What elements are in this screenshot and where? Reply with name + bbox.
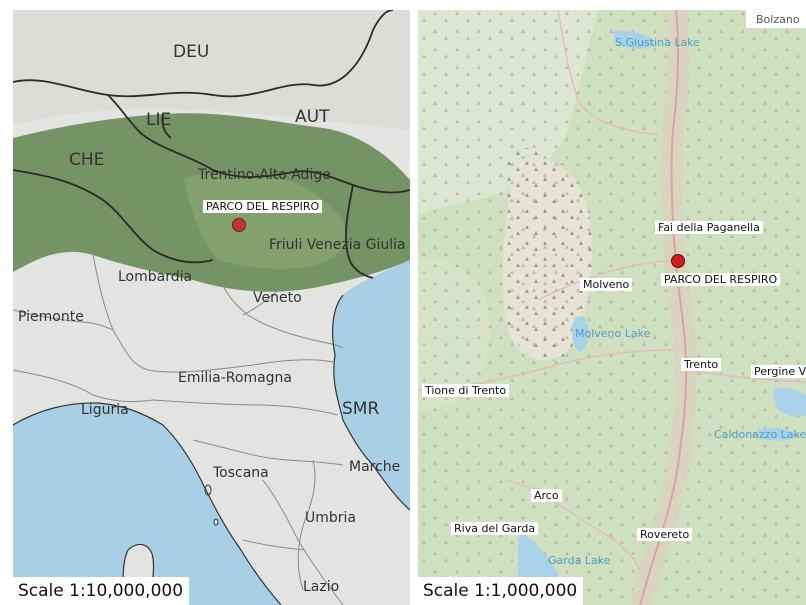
label-tione-di-trento: Tione di Trento bbox=[422, 384, 510, 397]
label-trento: Trento bbox=[681, 358, 722, 371]
detail-location-marker[interactable] bbox=[671, 254, 685, 268]
label-trentino-alto-adige: Trentino-Alto Adige bbox=[198, 167, 331, 183]
label-smr: SMR bbox=[342, 399, 380, 419]
label-deu: DEU bbox=[173, 42, 210, 62]
label-molveno-lake: Molveno Lake bbox=[575, 327, 651, 340]
detail-map-base bbox=[418, 10, 806, 605]
label-arco: Arco bbox=[531, 489, 562, 502]
label-veneto: Veneto bbox=[253, 290, 302, 306]
label-lazio: Lazio bbox=[303, 579, 340, 595]
label-riva-del-garda: Riva del Garda bbox=[451, 522, 539, 535]
overview-map[interactable]: DEU LIE AUT CHE SMR Trentino-Alto Adige … bbox=[13, 10, 410, 605]
overview-map-base bbox=[13, 10, 410, 605]
label-toscana: Toscana bbox=[213, 465, 269, 481]
label-umbria: Umbria bbox=[305, 510, 356, 526]
label-che: CHE bbox=[69, 150, 105, 170]
detail-marker-label: PARCO DEL RESPIRO bbox=[661, 273, 781, 286]
label-garda-lake: Garda Lake bbox=[548, 554, 611, 567]
label-liguria: Liguria bbox=[81, 402, 129, 418]
label-lombardia: Lombardia bbox=[118, 269, 193, 285]
label-piemonte: Piemonte bbox=[18, 309, 84, 325]
overview-location-marker[interactable] bbox=[232, 218, 246, 232]
label-emilia-romagna: Emilia-Romagna bbox=[178, 370, 293, 386]
label-rovereto: Rovereto bbox=[637, 528, 693, 541]
label-aut: AUT bbox=[295, 107, 330, 127]
label-fai-della-paganella: Fai della Paganella bbox=[655, 221, 763, 234]
label-pergine: Pergine V bbox=[751, 365, 806, 378]
overview-marker-label: PARCO DEL RESPIRO bbox=[203, 200, 323, 213]
label-marche: Marche bbox=[349, 459, 401, 475]
label-s-giustina-lake: S.Giustina Lake bbox=[615, 36, 700, 49]
detail-scale: Scale 1:1,000,000 bbox=[418, 576, 584, 605]
overview-scale: Scale 1:10,000,000 bbox=[13, 576, 190, 605]
label-caldonazzo-lake: Caldonazzo Lake bbox=[714, 428, 806, 441]
label-bolzano: Bolzano bbox=[756, 13, 800, 26]
label-lie: LIE bbox=[146, 110, 172, 130]
label-friuli-venezia-giulia: Friuli Venezia Giulia bbox=[269, 237, 406, 253]
detail-map[interactable]: Bolzano S.Giustina Lake Molveno Lake Cal… bbox=[418, 10, 806, 605]
label-molveno: Molveno bbox=[580, 278, 633, 291]
